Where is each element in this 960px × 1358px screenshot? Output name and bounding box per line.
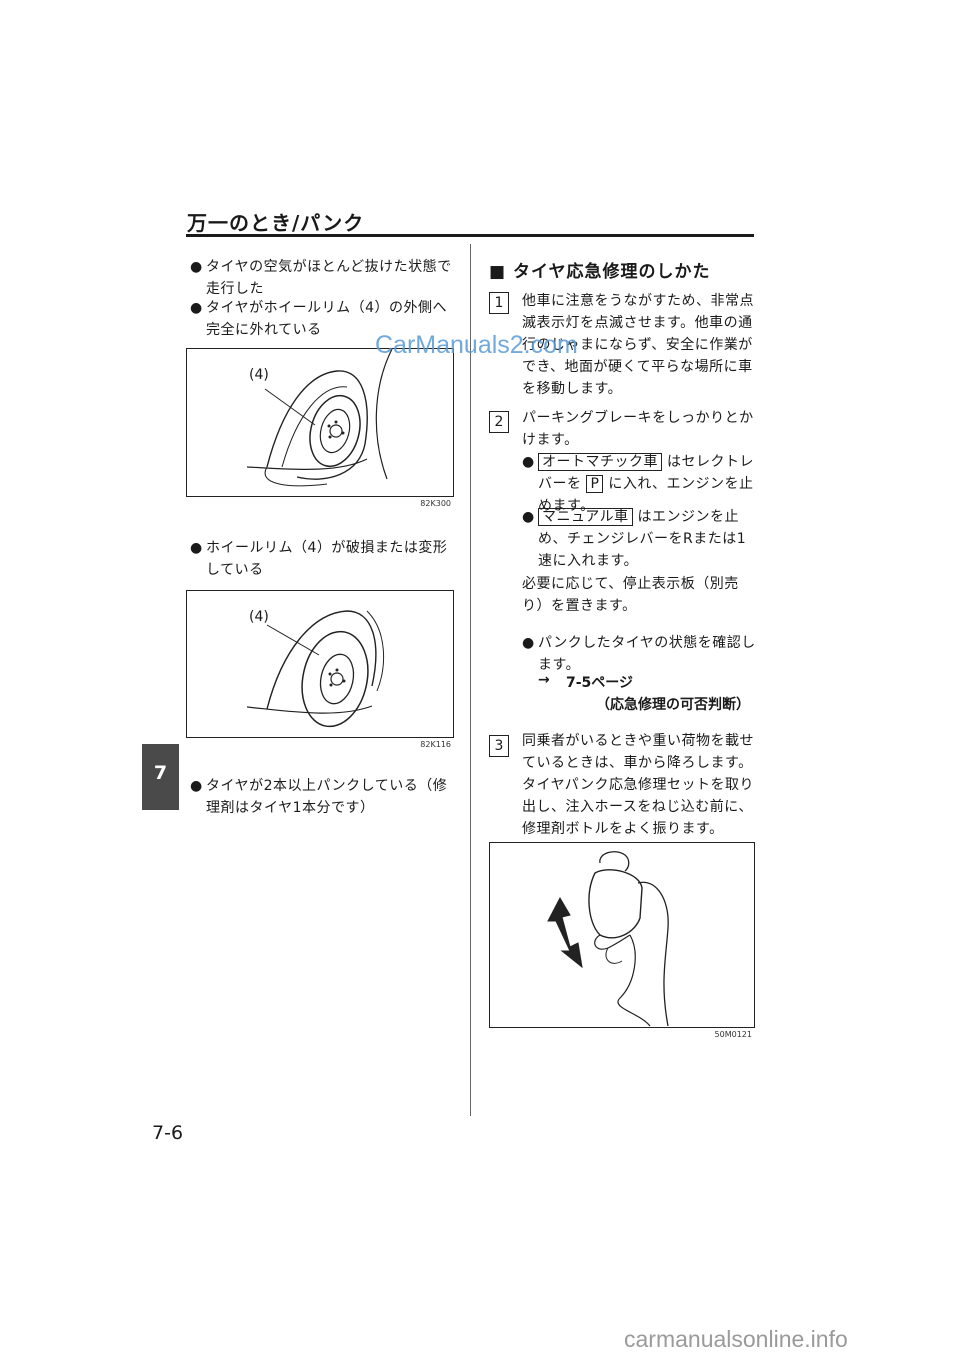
check-tire-text: パンクしたタイヤの状態を確認します。 (538, 635, 756, 673)
automatic-text-b: に入れ、エンジンを止めます。 (538, 476, 754, 514)
bullet-item: ● ホイールリム（4）が破損または変形している (190, 537, 458, 581)
manual-text: はエンジンを止め、チェンジレバーをRまたは1速に入れます。 (538, 509, 747, 569)
step-1-text: 他車に注意をうながすため、非常点滅表示灯を点滅させます。他車の通行のじゃまになら… (522, 293, 754, 397)
bullet-item: ● タイヤが2本以上パンクしている（修理剤はタイヤ1本分です） (190, 775, 458, 819)
bullet-item: ● パンクしたタイヤの状態を確認します。 (522, 632, 756, 676)
chapter-number: 7 (153, 762, 168, 784)
shake-bottle-illustration (547, 851, 669, 1027)
step-3-text: 同乗者がいるときや重い荷物を載せているときは、車から降ろします。タイヤパンク応急… (522, 733, 754, 837)
reference-arrow: → (538, 672, 550, 688)
damaged-rim-illustration (246, 610, 385, 728)
bullet-text: タイヤの空気がほとんど抜けた状態で走行した (206, 259, 452, 297)
bullet-item: ● オートマチック車 はセレクトレバーを P に入れ、エンジンを止めます。 (522, 451, 756, 517)
watermark-text: CarManuals2.com (375, 331, 578, 359)
chapter-tab (142, 744, 179, 810)
figure-callout-label: (4) (249, 367, 269, 383)
bullet-item: ● マニュアル車 はエンジンを止め、チェンジレバーをRまたは1速に入れます。 (522, 506, 756, 572)
bullet-item: ● タイヤがホイールリム（4）の外側へ完全に外れている (190, 297, 458, 341)
bullet-text: タイヤがホイールリム（4）の外側へ完全に外れている (206, 300, 447, 338)
step-number-box: 1 (489, 292, 509, 314)
bullet-dot: ● (190, 540, 203, 556)
figure-code: 82K300 (420, 499, 451, 508)
figure-damaged-rim: (4) 82K116 (186, 590, 454, 749)
warning-triangle-note: 必要に応じて、停止表示板（別売り）を置きます。 (522, 576, 739, 614)
manual-instruction: マニュアル車 はエンジンを止め、チェンジレバーをRまたは1速に入れます。 (522, 506, 756, 572)
section-title: ■ タイヤ応急修理のしかた (489, 262, 711, 282)
header-rule (186, 234, 754, 237)
automatic-instruction: オートマチック車 はセレクトレバーを P に入れ、エンジンを止めます。 (522, 451, 756, 517)
step-2-text: パーキングブレーキをしっかりとかけます。 (522, 410, 754, 448)
figure-code: 50M0121 (714, 1030, 752, 1039)
bullet-item: ● タイヤの空気がほとんど抜けた状態で走行した (190, 256, 458, 300)
bullet-dot: ● (522, 509, 535, 525)
automatic-car-label: オートマチック車 (538, 453, 662, 471)
bullet-text: タイヤが2本以上パンクしている（修理剤はタイヤ1本分です） (206, 778, 448, 816)
figure-shake-bottle: 50M0121 (489, 842, 755, 1039)
page-number: 7-6 (152, 1122, 184, 1144)
bullet-dot: ● (522, 454, 535, 470)
page-header-title: 万一のとき/パンク (187, 211, 365, 235)
bullet-text: ホイールリム（4）が破損または変形している (206, 540, 448, 578)
figure-flat-tire-off-rim: (4) 82K300 (186, 348, 454, 508)
manual-car-label: マニュアル車 (538, 508, 633, 526)
step-number-box: 3 (489, 735, 509, 757)
park-position-label: P (586, 475, 604, 493)
bullet-dot: ● (190, 778, 203, 794)
figure-callout-label: (4) (249, 609, 269, 625)
step-number-box: 2 (489, 411, 509, 433)
bullet-dot: ● (190, 259, 203, 275)
figure-code: 82K116 (420, 740, 451, 749)
flat-tire-illustration (246, 348, 393, 487)
footer-watermark: carmanualsonline.info (624, 1326, 848, 1352)
column-divider (470, 244, 471, 1116)
bullet-dot: ● (522, 635, 535, 651)
bullet-dot: ● (190, 300, 203, 316)
reference-title: （応急修理の可否判断） (596, 697, 750, 713)
automatic-text-a: はセレクトレバーを (538, 454, 754, 492)
reference-page: 7-5ページ (566, 675, 634, 691)
